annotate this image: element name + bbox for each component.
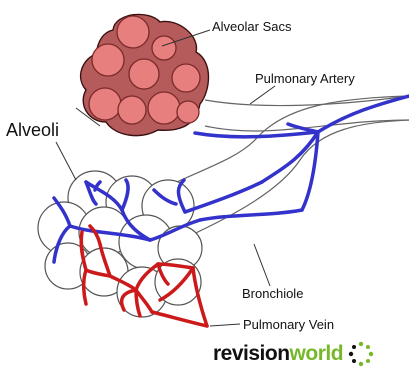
dotted-circle-logo-icon	[348, 341, 374, 367]
logo-text-revision: revision	[213, 342, 290, 365]
label-pulmonary-artery: Pulmonary Artery	[255, 71, 355, 86]
label-alveolar-sacs: Alveolar Sacs	[212, 19, 291, 34]
logo-text-world: world	[290, 342, 344, 365]
label-bronchiole: Bronchiole	[242, 286, 303, 301]
leader-line-vein	[210, 324, 240, 326]
logo-wordmark: revisionworld	[213, 342, 343, 366]
label-alveoli: Alveoli	[6, 120, 59, 141]
leader-line-bronchiole	[254, 244, 270, 286]
label-pulmonary-vein: Pulmonary Vein	[243, 317, 334, 332]
leader-line-alveoli	[56, 142, 76, 180]
leader-line-artery	[250, 86, 275, 104]
alveolar-sacs-cluster	[81, 14, 209, 135]
revisionworld-logo: revisionworld	[213, 339, 374, 369]
